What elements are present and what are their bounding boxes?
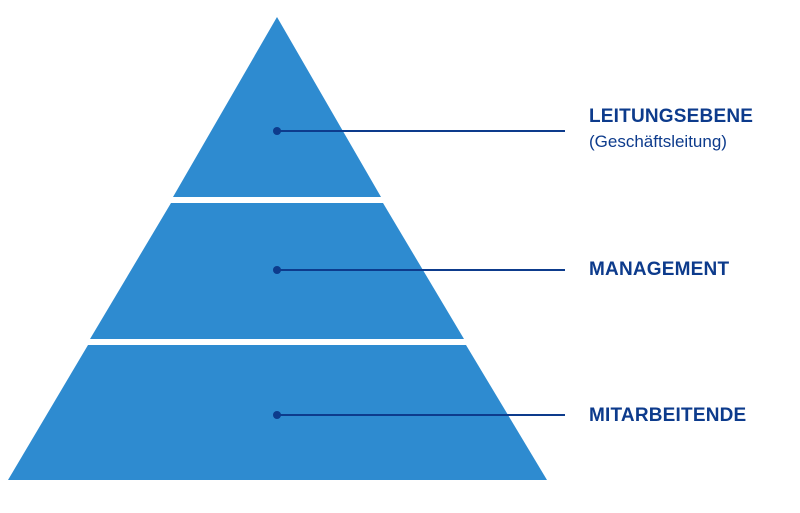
level-label-leitungsebene: LEITUNGSEBENE (Geschäftsleitung)	[589, 106, 753, 152]
pyramid-tier-top	[173, 17, 381, 197]
connector-dot-mitarbeitende	[273, 411, 281, 419]
level-subtitle-leitungsebene: (Geschäftsleitung)	[589, 132, 727, 151]
level-title-management: MANAGEMENT	[589, 259, 730, 280]
connector-dot-leitungsebene	[273, 127, 281, 135]
connector-dot-management	[273, 266, 281, 274]
level-title-leitungsebene: LEITUNGSEBENE	[589, 106, 754, 127]
level-label-management: MANAGEMENT	[589, 259, 729, 281]
level-title-mitarbeitende: MITARBEITENDE	[589, 405, 747, 426]
level-label-mitarbeitende: MITARBEITENDE	[589, 405, 746, 427]
